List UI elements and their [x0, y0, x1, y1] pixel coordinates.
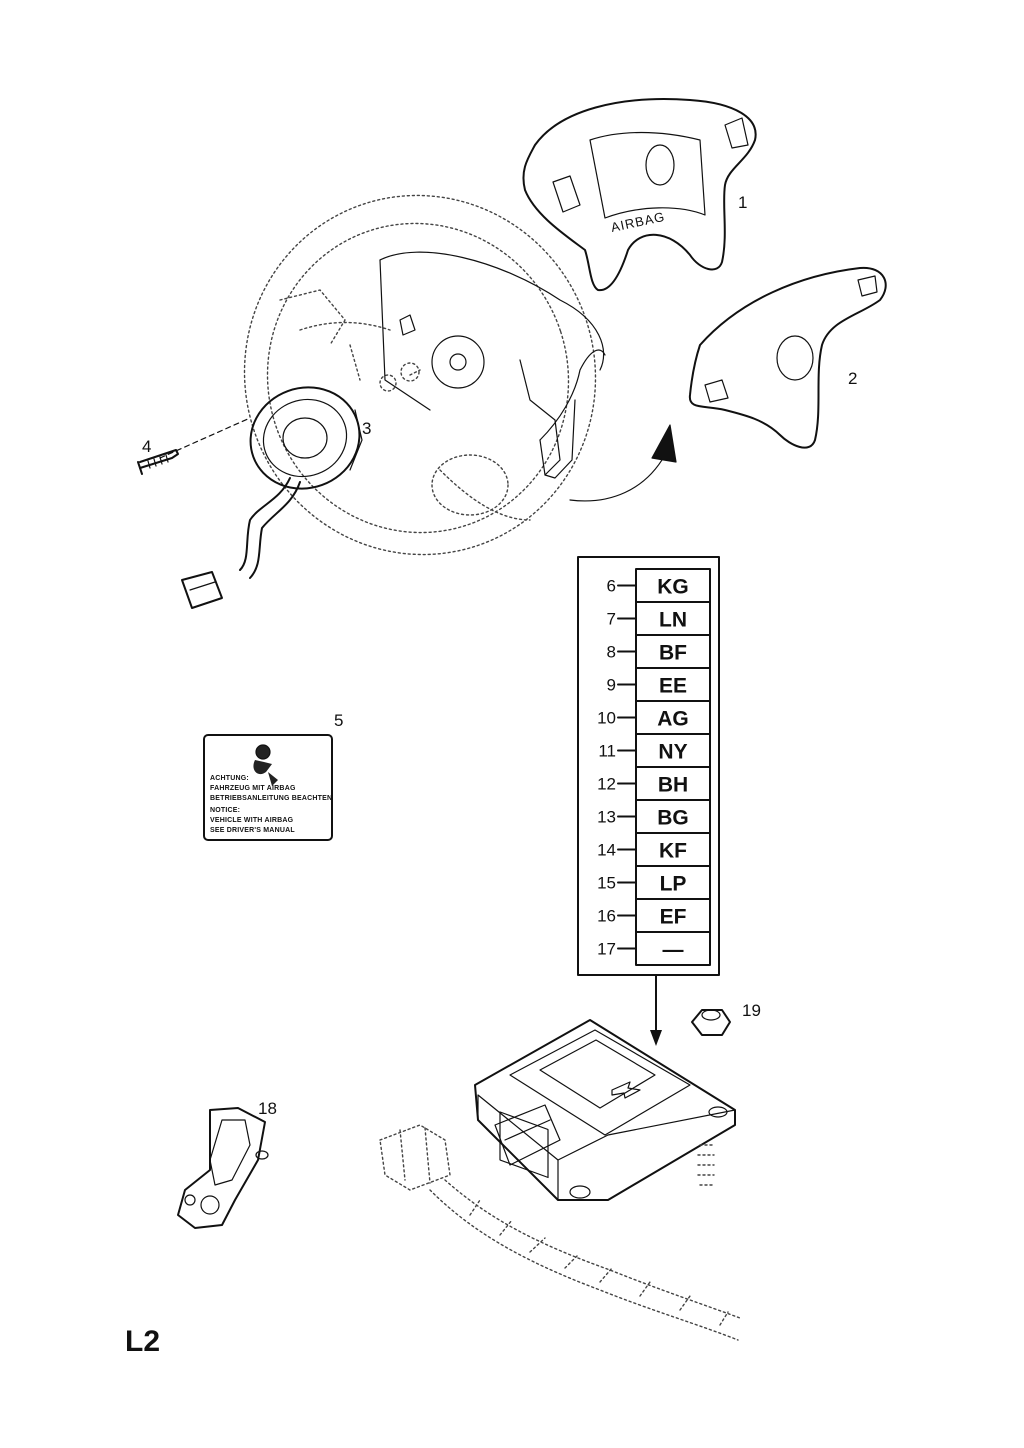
- code-value: LN: [659, 609, 687, 632]
- code-number: 10: [597, 709, 616, 728]
- code-number: 7: [607, 610, 616, 629]
- clock-spring: [159, 386, 363, 609]
- callout-18: 18: [258, 1099, 277, 1118]
- code-number: 12: [597, 775, 616, 794]
- code-value: EE: [659, 675, 687, 698]
- warning-label: ACHTUNG: FAHRZEUG MIT AIRBAG BETRIEBSANL…: [203, 734, 333, 841]
- code-number: 11: [598, 742, 616, 761]
- code-value: —: [663, 939, 684, 962]
- airbag-control-unit: [474, 1019, 736, 1201]
- code-value: KF: [659, 840, 687, 863]
- warning-label-line-4: NOTICE:: [210, 807, 240, 814]
- code-value: BF: [659, 642, 687, 665]
- code-value: LP: [660, 873, 687, 896]
- code-number: 17: [597, 940, 616, 959]
- callout-1: 1: [738, 193, 747, 212]
- code-value: EF: [660, 906, 687, 929]
- warning-label-line-3: BETRIEBSANLEITUNG BEACHTEN: [210, 795, 332, 802]
- callout-3: 3: [362, 419, 371, 438]
- code-value: KG: [657, 576, 689, 599]
- code-number: 14: [597, 841, 616, 860]
- warning-label-line-2: FAHRZEUG MIT AIRBAG: [210, 785, 296, 792]
- page-code: L2: [125, 1325, 160, 1358]
- steering-wheel-drawing: [243, 194, 606, 556]
- callout-2: 2: [848, 369, 857, 388]
- code-number: 13: [597, 808, 616, 827]
- code-number: 15: [597, 874, 616, 893]
- wiring-harness: [379, 1124, 741, 1341]
- code-number: 16: [597, 907, 616, 926]
- nut: [691, 1009, 731, 1036]
- code-value: BH: [658, 774, 688, 797]
- code-number: 8: [607, 643, 616, 662]
- code-value: NY: [658, 741, 687, 764]
- airbag-module: AIRBAG: [522, 98, 757, 292]
- callout-19: 19: [742, 1001, 761, 1020]
- airbag-module-text: AIRBAG: [610, 209, 667, 235]
- warning-label-line-5: VEHICLE WITH AIRBAG: [210, 817, 294, 824]
- warning-label-line-6: SEE DRIVER'S MANUAL: [210, 827, 295, 834]
- callout-5: 5: [334, 711, 343, 730]
- screw: [137, 449, 179, 475]
- callout-4: 4: [142, 437, 151, 456]
- code-number: 6: [607, 577, 616, 596]
- code-value: BG: [657, 807, 689, 830]
- airbag-cover: [569, 266, 887, 502]
- code-table: 6 KG 7 LN 8 BF 9 EE 10 AG 11 NY 12 BH 13 BG 14 KF 15 LP 16 EF…: [577, 556, 720, 1046]
- warning-label-line-1: ACHTUNG:: [210, 775, 249, 782]
- mounting-bracket: [177, 1107, 269, 1229]
- code-value: AG: [657, 708, 689, 731]
- code-number: 9: [607, 676, 616, 695]
